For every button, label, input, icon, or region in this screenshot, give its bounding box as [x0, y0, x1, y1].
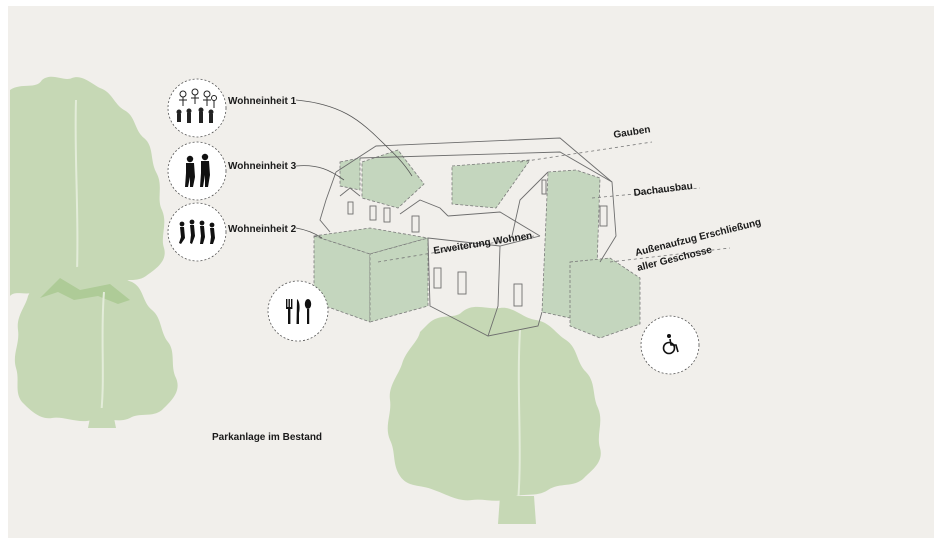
building: [313, 137, 641, 339]
tree-center: [387, 306, 601, 524]
tree-left-lower: [14, 266, 178, 428]
cutlery-icon: [267, 280, 329, 342]
leader-gauben: [519, 141, 653, 163]
label-wohneinheit2: Wohneinheit 2: [228, 224, 297, 235]
gable-dormers: [339, 149, 531, 209]
label-wohneinheit1: Wohneinheit 1: [228, 96, 297, 107]
leader-wohneinheit1: [295, 99, 413, 177]
people-dancing-icon: [167, 202, 227, 262]
wheelchair-icon: [640, 315, 700, 375]
leader-dachausbau: [591, 187, 701, 199]
label-wohneinheit3: Wohneinheit 3: [228, 161, 297, 172]
extension-volume: [313, 227, 429, 323]
leader-aufzug: [609, 247, 731, 263]
label-parkanlage: Parkanlage im Bestand: [212, 432, 322, 443]
leader-wohneinheit3: [295, 165, 345, 181]
elevator-volume: [541, 169, 641, 339]
leader-wohneinheit2: [295, 227, 323, 239]
people-pair-icon: [167, 141, 227, 201]
people-group-icon: [167, 78, 227, 138]
leader-erweiterung: [377, 235, 535, 263]
